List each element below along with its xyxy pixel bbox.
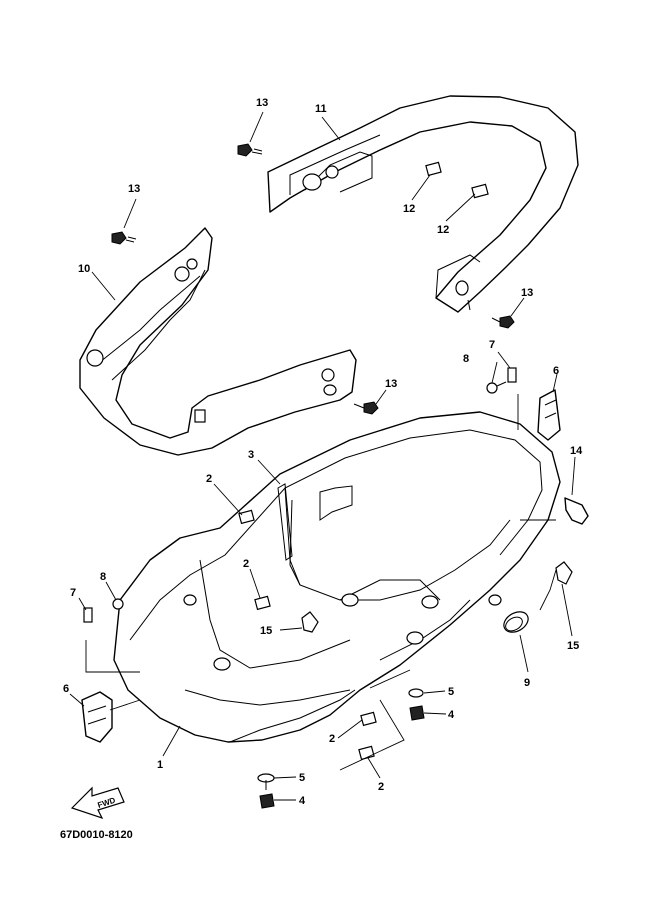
callout-13: 13 [256,97,268,109]
part-8-screw-b [112,598,124,610]
callout-15: 15 [567,640,579,652]
part-12-tape-a [425,161,442,177]
part-code: 67D0010-8120 [60,829,133,841]
callout-13: 13 [521,287,533,299]
part-12-tape-b [471,183,489,199]
callout-13: 13 [128,183,140,195]
part-13-bolt-d [353,401,379,415]
part-13-bolt-c [491,315,515,329]
fwd-arrow-icon: FWD [70,786,125,820]
part-7-clip-a [507,367,517,383]
callout-12: 12 [437,224,449,236]
part-1-bottom-cowling [113,411,561,743]
callout-4: 4 [448,709,455,721]
callout-12: 12 [403,203,415,215]
callout-13: 13 [385,378,397,390]
callout-1: 1 [157,759,163,771]
part-15-clip-a [301,611,319,633]
part-4-bolt-b [259,780,275,809]
callout-5: 5 [299,772,305,784]
part-5-washer-a [408,688,424,698]
callout-4: 4 [299,795,306,807]
part-9-grommet [503,611,529,633]
part-10-front-bracket [79,227,357,456]
part-14-hook [564,497,589,525]
callout-6: 6 [63,683,69,695]
callout-7: 7 [70,587,76,599]
callout-2: 2 [329,733,335,745]
callout-2: 2 [206,473,212,485]
part-6-latch-left [81,691,113,743]
part-3-seal [277,483,293,561]
part-8-screw-a [486,381,507,394]
callout-2: 2 [378,781,384,793]
callout-14: 14 [570,445,583,457]
callout-5: 5 [448,686,454,698]
part-6-latch-right [537,389,561,441]
callout-3: 3 [248,449,254,461]
leader-lines [69,111,576,801]
part-2-tape-a [238,509,255,525]
callout-7: 7 [489,339,495,351]
callout-6: 6 [553,365,559,377]
callout-8: 8 [463,353,469,365]
callout-11: 11 [315,103,327,115]
callout-labels: 13 11 13 12 12 10 13 13 8 7 6 3 14 2 2 8… [63,97,583,807]
part-2-tape-c [360,711,377,727]
callout-9: 9 [524,677,530,689]
callout-15: 15 [260,625,272,637]
callout-2: 2 [243,558,249,570]
part-13-bolt-b [111,231,137,245]
part-15-clip-b [555,561,573,585]
part-13-bolt-a [237,143,263,157]
part-4-bolt-a [409,705,425,721]
part-7-clip-b [83,607,93,623]
callout-10: 10 [78,263,90,275]
part-11-rear-bracket [267,95,579,313]
callout-8: 8 [100,571,106,583]
part-2-tape-b [254,595,271,611]
